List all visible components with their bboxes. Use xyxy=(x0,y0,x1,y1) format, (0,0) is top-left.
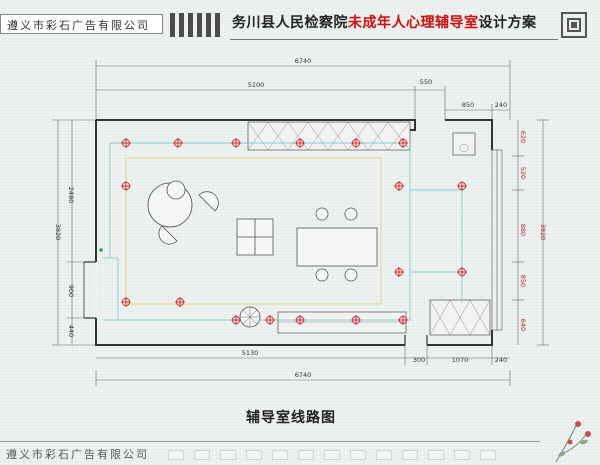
dim-right-5: 640 xyxy=(519,319,527,331)
dim-left-c: 440 xyxy=(67,325,75,337)
ceiling-light-icon xyxy=(175,297,185,307)
ceiling-light-icon xyxy=(398,315,408,325)
ceiling-light-icon xyxy=(394,267,404,277)
cabinet-hatching xyxy=(247,121,491,336)
ceiling-light-icon xyxy=(351,315,361,325)
ceiling-light-icon xyxy=(121,297,131,307)
dim-left-total: 3820 xyxy=(54,224,62,241)
ceiling-light-icon xyxy=(295,138,305,148)
page-title: 务川县人民检察院未成年人心理辅导室设计方案 xyxy=(232,12,537,32)
title-prefix: 务川县人民检察院 xyxy=(232,15,348,31)
ceiling-light-icon xyxy=(231,315,241,325)
dim-bottom-c: 240 xyxy=(495,356,507,364)
dim-bottom-b: 1070 xyxy=(452,356,469,364)
title-highlight: 未成年人心理辅导室 xyxy=(348,15,479,31)
dim-right-total: 3820 xyxy=(539,224,547,241)
dim-bottom-a: 300 xyxy=(413,356,425,364)
ceiling-light-icon xyxy=(173,138,183,148)
company-name: 遵义市彩石广告有限公司 xyxy=(7,19,150,32)
switch-point xyxy=(99,248,103,252)
dim-right-1: 620 xyxy=(519,131,527,143)
ceiling-light-icon xyxy=(457,181,467,191)
ceiling-light-icon xyxy=(398,138,408,148)
dim-right-3: 880 xyxy=(519,224,527,236)
company-badge: 遵义市彩石广告有限公司 xyxy=(0,14,163,34)
plan-caption: 辅导室线路图 xyxy=(246,410,336,426)
light-fixtures xyxy=(121,138,467,325)
meander-logo-icon xyxy=(561,12,587,38)
room-walls xyxy=(83,119,493,346)
ceiling-light-icon xyxy=(457,267,467,277)
plant-leaves xyxy=(240,307,260,327)
right-dimension-labels: 620 520 880 850 640 3820 xyxy=(519,131,547,331)
dim-bottom-total: 6740 xyxy=(295,371,312,379)
dim-left-b: 900 xyxy=(67,285,75,297)
flower-decoration xyxy=(555,421,591,463)
yellow-circuit xyxy=(125,157,382,305)
title-suffix: 设计方案 xyxy=(478,15,537,31)
dim-top-left: 5100 xyxy=(248,81,265,89)
footer-company: 遵义市彩石广告有限公司 xyxy=(6,448,149,461)
ceiling-light-icon xyxy=(121,138,131,148)
cyan-circuit xyxy=(103,142,463,321)
ceiling-light-icon xyxy=(394,181,404,191)
dim-left-a: 2480 xyxy=(67,187,75,204)
ceiling-light-icon xyxy=(231,138,241,148)
dimension-lines xyxy=(52,60,549,386)
decorative-bars xyxy=(170,13,220,37)
footer-rule xyxy=(0,441,540,442)
dim-right-4: 850 xyxy=(519,275,527,287)
header-rule xyxy=(230,39,558,40)
dim-top-total: 6740 xyxy=(295,57,312,65)
ceiling-light-icon xyxy=(295,315,305,325)
dim-top-right-b: 240 xyxy=(495,101,507,109)
ceiling-light-icon xyxy=(121,181,131,191)
header-bar: 遵义市彩石广告有限公司 务川县人民检察院未成年人心理辅导室设计方案 xyxy=(0,0,600,46)
footer-decorative-bars xyxy=(168,450,528,460)
dim-right-2: 520 xyxy=(519,167,527,179)
ceiling-light-icon xyxy=(351,138,361,148)
window-right xyxy=(491,149,503,331)
dim-bottom-left: 5130 xyxy=(242,349,259,357)
dimension-labels: 6740 5100 550 850 240 5130 300 1070 240 … xyxy=(54,57,507,379)
dim-top-right-a: 850 xyxy=(462,101,474,109)
ceiling-light-icon xyxy=(265,315,275,325)
dim-top-mid: 550 xyxy=(420,78,432,86)
